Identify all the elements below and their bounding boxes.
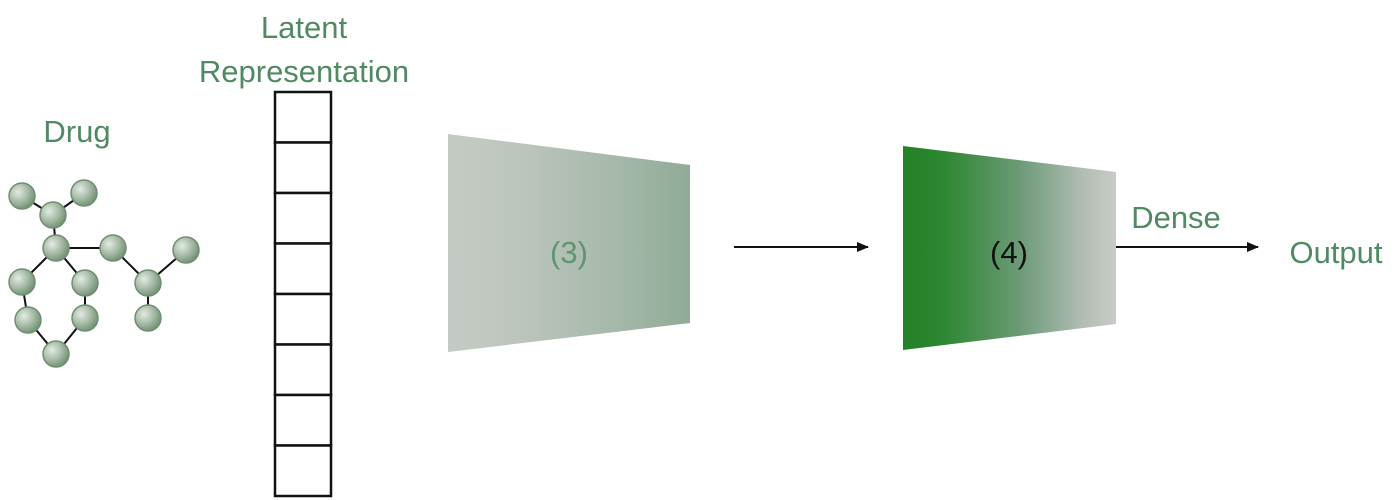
molecule-atom bbox=[14, 306, 42, 334]
latent-cell bbox=[273, 242, 333, 296]
latent-cell bbox=[273, 444, 333, 498]
molecule-atom bbox=[8, 268, 36, 296]
latent-vector bbox=[273, 90, 333, 498]
drug-label: Drug bbox=[43, 114, 110, 149]
output-label: Output bbox=[1289, 235, 1382, 270]
latent-cell bbox=[273, 393, 333, 447]
block-4-label: (4) bbox=[990, 235, 1028, 270]
molecule-atoms bbox=[8, 179, 200, 368]
block-4-trapezoid bbox=[903, 146, 1116, 350]
molecule-atom bbox=[8, 182, 36, 210]
latent-cell bbox=[273, 141, 333, 195]
molecule-atom bbox=[134, 269, 162, 297]
molecule-atom bbox=[172, 236, 200, 264]
latent-label-line2: Representation bbox=[199, 54, 409, 89]
molecule-atom bbox=[39, 201, 67, 229]
molecule-atom bbox=[42, 340, 70, 368]
molecule-atom bbox=[71, 304, 99, 332]
molecule-atom bbox=[70, 179, 98, 207]
block-3-trapezoid bbox=[448, 134, 690, 352]
latent-cell bbox=[273, 191, 333, 245]
molecule-atom bbox=[71, 269, 99, 297]
latent-cell bbox=[273, 343, 333, 397]
latent-label-line1: Latent bbox=[261, 10, 348, 45]
block-3-label: (3) bbox=[550, 235, 588, 270]
molecule-atom bbox=[42, 234, 70, 262]
latent-cell bbox=[273, 292, 333, 346]
dense-label: Dense bbox=[1131, 200, 1221, 235]
latent-cell bbox=[273, 90, 333, 144]
molecule-atom bbox=[99, 234, 127, 262]
molecule-graph bbox=[8, 179, 200, 368]
molecule-atom bbox=[134, 304, 162, 332]
